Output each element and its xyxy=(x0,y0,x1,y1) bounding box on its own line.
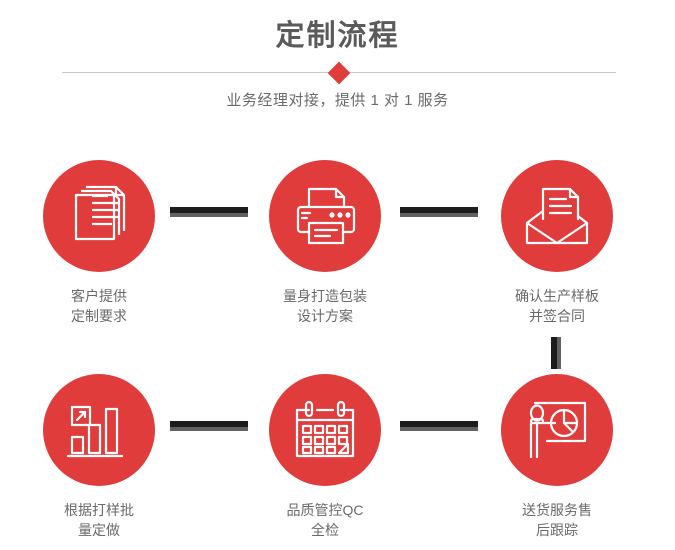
printer-icon xyxy=(296,187,356,245)
envelope-document-icon xyxy=(525,187,589,245)
flow-step-2-label: 量身打造包装 设计方案 xyxy=(283,288,367,324)
flow-step-4-circle xyxy=(43,374,155,486)
flow-step-4[interactable]: 根据打样批 量定做 xyxy=(19,374,179,540)
flow-step-1-label: 客户提供 定制要求 xyxy=(71,288,127,324)
connector-step2-step3 xyxy=(400,207,478,217)
header-divider xyxy=(62,61,616,85)
flow-step-3[interactable]: 确认生产样板 并签合同 xyxy=(477,160,637,326)
connector-shadow xyxy=(170,427,248,431)
connector-step3-step6 xyxy=(551,337,561,369)
flow-step-6[interactable]: 送货服务售 后跟踪 xyxy=(477,374,637,540)
flow-step-2-circle xyxy=(269,160,381,272)
connector-step4-step5 xyxy=(170,421,248,431)
flow-step-1[interactable]: 客户提供 定制要求 xyxy=(19,160,179,326)
documents-stack-icon xyxy=(74,185,126,241)
connector-step5-step6 xyxy=(400,421,478,431)
connector-bar xyxy=(400,207,478,213)
flow-step-2[interactable]: 量身打造包装 设计方案 xyxy=(245,160,405,326)
flow-step-6-label: 送货服务售 后跟踪 xyxy=(522,502,592,538)
flow-step-3-circle xyxy=(501,160,613,272)
connector-shadow xyxy=(557,337,561,369)
connector-step1-step2 xyxy=(170,207,248,217)
connector-shadow xyxy=(170,213,248,217)
flow-step-5-label: 品质管控QC 全检 xyxy=(286,502,364,538)
flow-step-5-circle xyxy=(269,374,381,486)
page-subtitle: 业务经理对接，提供 1 对 1 服务 xyxy=(226,92,449,109)
diamond-marker-icon xyxy=(327,61,351,85)
page-title: 定制流程 xyxy=(275,20,400,52)
flow-step-3-label: 确认生产样板 并签合同 xyxy=(515,288,599,324)
flow-step-5[interactable]: 品质管控QC 全检 xyxy=(245,374,405,540)
bar-chart-growth-icon xyxy=(66,405,124,458)
flow-step-4-label: 根据打样批 量定做 xyxy=(64,502,134,538)
connector-bar xyxy=(400,421,478,427)
calendar-check-icon xyxy=(295,400,355,458)
connector-bar xyxy=(170,421,248,427)
connector-shadow xyxy=(400,213,478,217)
flow-step-1-circle xyxy=(43,160,155,272)
connector-bar xyxy=(551,337,557,369)
flow-step-6-circle xyxy=(501,374,613,486)
connector-bar xyxy=(170,207,248,213)
presenter-pie-chart-icon xyxy=(529,401,587,459)
connector-shadow xyxy=(400,427,478,431)
